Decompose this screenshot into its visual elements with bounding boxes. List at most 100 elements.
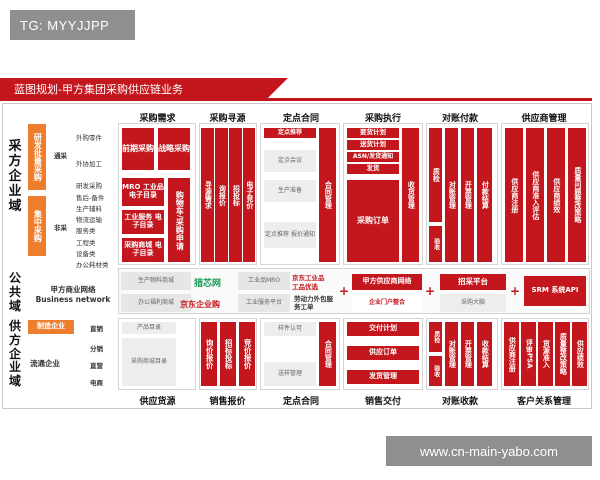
buyer-item: 工程类: [76, 239, 96, 247]
purchasing-brain[interactable]: 采购大脑: [440, 294, 506, 312]
mall-catalog-supplier: 采购商城目录: [122, 338, 176, 386]
watermark: www.cn-main-yabo.com: [386, 436, 592, 466]
auction-quote[interactable]: 竞价报价: [239, 322, 255, 386]
col-header-bottom: 客户关系管理: [516, 397, 571, 407]
receiving-management[interactable]: 收货管理: [402, 128, 419, 262]
buyer-item: 外购零件: [76, 134, 102, 142]
buyer-domain-label: 采方企业域: [8, 139, 22, 214]
quality-inspection[interactable]: 质检: [429, 128, 442, 222]
delivery-plan-supplier[interactable]: 交付计划: [347, 322, 419, 336]
quality-rectify-strategy[interactable]: 质量整改策略: [555, 322, 570, 386]
gongpin-logo: 工品优选: [292, 283, 318, 291]
buyer-item: 物流运输: [76, 216, 102, 224]
strategic-purchase[interactable]: 战略采购: [158, 128, 190, 170]
rd-batch-purchase: 研发批量采购: [28, 124, 46, 190]
col-header-bottom: 供应货源: [139, 397, 176, 407]
reconciliation-mgmt[interactable]: 对账管理: [445, 128, 458, 262]
liexin-logo: 猎芯网: [194, 279, 222, 289]
payment-settlement[interactable]: 付款结算: [477, 128, 492, 262]
asn-notice[interactable]: ASN/发货通知: [347, 152, 399, 162]
sup-contract-mgmt[interactable]: 合同管理: [319, 322, 336, 386]
col-header-top: 采购执行: [364, 114, 401, 124]
buyer-item: 设备类: [76, 250, 96, 258]
supplier-performance[interactable]: 供应商绩效: [547, 128, 565, 262]
shipping-mgmt[interactable]: 发货管理: [347, 370, 419, 384]
industrial-mro[interactable]: 工业品MRO: [238, 272, 290, 290]
col-header-top: 采购寻源: [209, 114, 246, 124]
col-header-bottom: 销售交付: [364, 397, 401, 407]
mro-catalog[interactable]: MRO 工业品 电子目录: [122, 178, 164, 206]
production-mall[interactable]: 生产物料商城: [121, 272, 191, 290]
labor-outsourcing: 劳动力外包服务工单: [294, 295, 333, 311]
buyer-item: 售后-备件: [76, 194, 105, 202]
sup-reconciliation[interactable]: 对账管理: [445, 322, 458, 386]
col-header-top: 供应商管理: [521, 114, 567, 124]
supply-performance[interactable]: 供应绩效: [572, 322, 587, 386]
designation-quote-notice: 定点推荐 报价通知: [264, 222, 316, 248]
industrial-service-catalog[interactable]: 工业服务 电子目录: [122, 210, 164, 234]
tag-label: TG: MYYJJPP: [10, 10, 135, 40]
inquiry-quote[interactable]: 询价报价: [201, 322, 217, 386]
portal-integration[interactable]: 企业门户整合: [352, 294, 422, 312]
company-business-network: 甲方商业网络 Business network: [35, 285, 111, 304]
srm-system-api[interactable]: SRM 系统API: [524, 276, 586, 306]
supplier-admission-eval[interactable]: 供应商准入评估: [526, 128, 544, 262]
bidding[interactable]: 招投标: [229, 128, 242, 262]
buyer-item: 外协加工: [76, 160, 102, 168]
jd-enterprise-logo: 京东企业购: [180, 300, 220, 309]
supplier-network-portal[interactable]: 甲方供应商网络: [352, 274, 422, 290]
title-banner: 蓝图规划-甲方集团采购供应链业务: [0, 78, 288, 98]
rfq[interactable]: 询报价: [215, 128, 228, 262]
supplier-item: 直销: [90, 325, 103, 333]
col-header-top: 定点合同: [282, 114, 319, 124]
plus-icon: +: [339, 284, 350, 298]
supplier-item: 直营: [90, 362, 103, 370]
bidding-platform[interactable]: 招采平台: [440, 274, 506, 290]
e-auction[interactable]: 电子竞价: [243, 128, 255, 262]
buyer-item: 生产辅料: [76, 205, 102, 213]
col-header-bottom: 定点合同: [282, 397, 319, 407]
supply-order[interactable]: 供应订单: [347, 346, 419, 360]
page-title: 蓝图规划-甲方集团采购供应链业务: [14, 83, 183, 96]
plus-icon: +: [510, 284, 521, 298]
quality-rectification[interactable]: 质量问题整改策略: [568, 128, 586, 262]
tender-bid[interactable]: 招标投标: [220, 322, 236, 386]
sup-quality-inspection[interactable]: 质检: [429, 322, 442, 352]
early-purchase[interactable]: 前期采购: [122, 128, 154, 170]
col-header-top: 采购需求: [139, 114, 176, 124]
nongeneral-purchase-label: 非采: [54, 224, 67, 232]
sourcing-demand[interactable]: 寻源需求: [201, 128, 214, 262]
public-domain-label: 公共域: [8, 271, 21, 313]
production-prep: 生产准备: [264, 180, 316, 202]
collection-settlement[interactable]: 收款结算: [477, 322, 492, 386]
product-catalog: 产品目录: [122, 322, 176, 334]
col-header-top: 对账付款: [441, 114, 478, 124]
col-header-bottom: 对账收款: [441, 397, 478, 407]
central-purchase: 集中采购: [28, 196, 46, 256]
title-rule: [0, 98, 592, 101]
crm-supplier-registration[interactable]: 供应商注册: [504, 322, 519, 386]
supplier-registration[interactable]: 供应商注册: [505, 128, 523, 262]
shipping[interactable]: 发货: [347, 164, 399, 174]
supplier-item: 分销: [90, 345, 103, 353]
acceptance[interactable]: 验收: [429, 226, 442, 262]
industrial-service-platform[interactable]: 工业服务平台: [238, 294, 290, 312]
invoice-mgmt[interactable]: 开票管理: [461, 128, 474, 262]
manufacturing-company: 制造企业: [28, 320, 74, 334]
jd-industrial-logo: 京东工业品: [292, 274, 325, 282]
mall-catalog[interactable]: 采购商城 电子目录: [122, 238, 164, 262]
office-mall[interactable]: 办公福利商城: [121, 294, 191, 312]
buyer-item: 服务类: [76, 227, 96, 235]
cart-purchase-request[interactable]: 购物车/采购申请: [168, 178, 190, 262]
purchase-order[interactable]: 采购订单: [347, 180, 399, 262]
buyer-item: 办公耗材类: [76, 261, 109, 269]
demand-plan[interactable]: 要货计划: [347, 128, 399, 138]
contract-management[interactable]: 合同管理: [319, 128, 336, 262]
sup-invoice[interactable]: 开票管理: [461, 322, 474, 386]
source-admission[interactable]: 货源准入: [538, 322, 553, 386]
blueprint-frame: [2, 103, 592, 409]
sup-acceptance[interactable]: 验收: [429, 356, 442, 386]
designation-recommend[interactable]: 定点推荐: [264, 128, 316, 138]
review-psa[interactable]: 评审PSA: [521, 322, 536, 386]
delivery-plan[interactable]: 送货计划: [347, 140, 399, 150]
